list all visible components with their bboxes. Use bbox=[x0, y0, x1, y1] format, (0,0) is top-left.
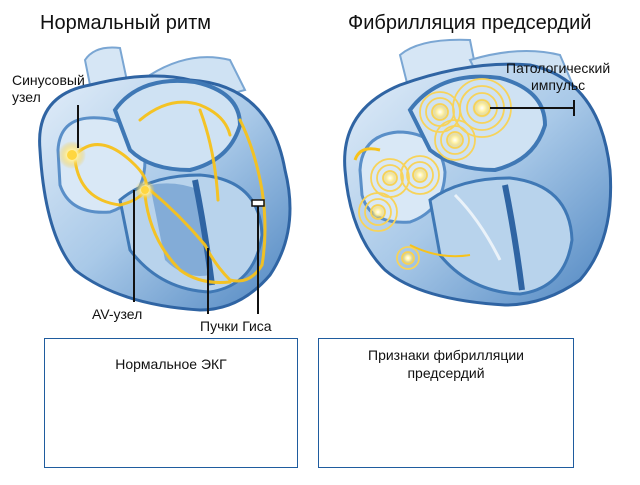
ecg-afib-title: Признаки фибрилляции предсердий bbox=[319, 346, 573, 382]
label-sinus-node-line2: узел bbox=[12, 89, 41, 105]
heart-afib-illustration bbox=[343, 38, 613, 307]
label-sinus-node-line1: Синусовый bbox=[12, 72, 85, 88]
label-his-bundle: Пучки Гиса bbox=[200, 318, 272, 334]
label-sinus-node: Синусовый узел bbox=[12, 72, 85, 106]
label-pathologic-impulse: Патологический импульс bbox=[506, 60, 610, 94]
leader-lines-left bbox=[77, 105, 265, 314]
ecg-afib-panel: Признаки фибрилляции предсердий bbox=[318, 338, 574, 468]
ecg-afib-title-line1: Признаки фибрилляции bbox=[368, 347, 524, 363]
heart-normal-illustration bbox=[38, 46, 292, 312]
title-normal-rhythm: Нормальный ритм bbox=[40, 12, 212, 34]
label-pathologic-impulse-line1: Патологический bbox=[506, 60, 611, 76]
leader-line-right bbox=[490, 100, 575, 116]
ecg-normal-panel: Нормальное ЭКГ bbox=[44, 338, 298, 468]
label-av-node: AV-узел bbox=[92, 306, 143, 322]
title-atrial-fibrillation: Фибрилляция предсердий bbox=[348, 12, 592, 34]
ecg-normal-title: Нормальное ЭКГ bbox=[115, 356, 227, 372]
ecg-afib-title-line2: предсердий bbox=[407, 365, 485, 381]
label-pathologic-impulse-line2: импульс bbox=[530, 77, 586, 93]
